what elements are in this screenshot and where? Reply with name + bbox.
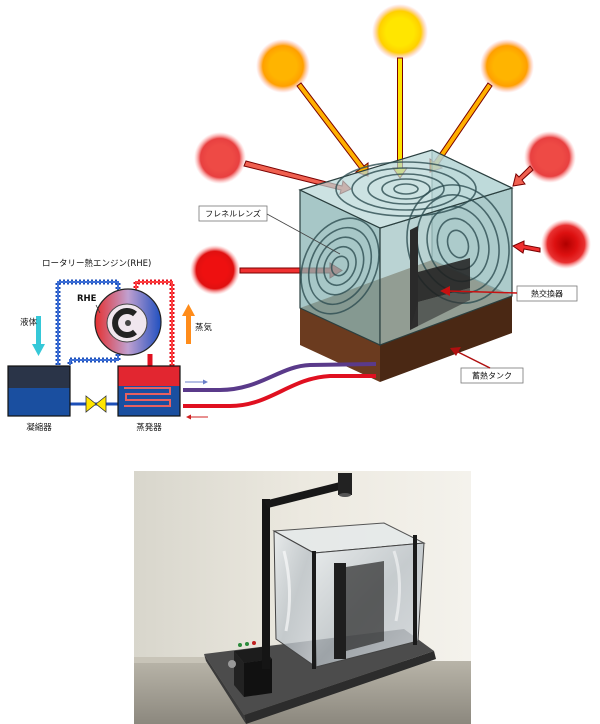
evaporator [117, 365, 181, 417]
rotary-engine-title: ロータリー熱エンジン(RHE) [42, 258, 151, 269]
tank-pipes [183, 362, 377, 408]
solar-heat-engine-diagram: フレネルレンズ 熱交換器 蓄熱タンク ロータリー熱エンジン(RHE) [7, 4, 591, 433]
condenser-label: 凝縮器 [26, 422, 52, 433]
heat-storage-tank-callout: 蓄熱タンク [450, 347, 524, 384]
vapor-arrow [182, 304, 195, 344]
sun-top [372, 4, 428, 60]
svg-text:フレネルレンズ: フレネルレンズ [205, 209, 261, 219]
liquid-arrow [32, 316, 45, 356]
engine-piping [55, 279, 175, 406]
heat-exchanger-callout: 熱交換器 [440, 285, 578, 302]
rhe-engine [94, 288, 162, 356]
sun-lower-left [190, 245, 240, 295]
sun-upper-left [256, 39, 310, 93]
vapor-label: 蒸気 [195, 322, 213, 333]
fresnel-glass-cube [298, 149, 514, 346]
sun-lower-right [541, 219, 591, 269]
sun-middle-left [194, 132, 246, 184]
expansion-valve [85, 395, 107, 413]
prototype-photo [134, 471, 471, 724]
sun-upper-right [480, 39, 534, 93]
sun-middle-right [524, 131, 576, 183]
flow-arrows-small [185, 379, 208, 420]
fresnel-lens-callout: フレネルレンズ [198, 205, 341, 255]
svg-text:熱交換器: 熱交換器 [531, 289, 563, 299]
svg-text:蓄熱タンク: 蓄熱タンク [472, 371, 512, 381]
liquid-label: 液体 [20, 317, 38, 328]
evaporator-label: 蒸発器 [136, 422, 162, 433]
rhe-label: RHE [77, 294, 97, 304]
condenser [7, 365, 71, 417]
